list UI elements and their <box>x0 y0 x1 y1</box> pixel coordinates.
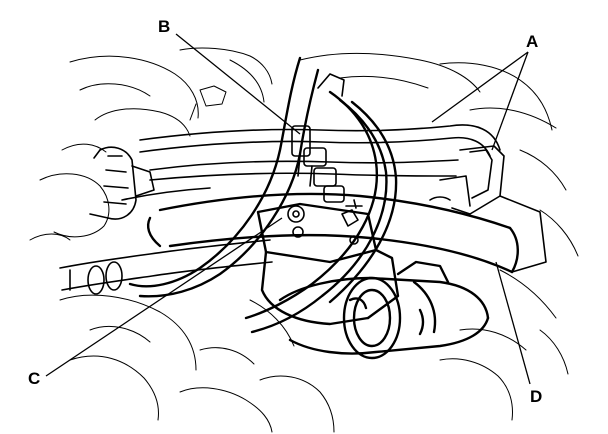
leader-A-1 <box>431 51 529 123</box>
valve-cylinder <box>278 260 490 360</box>
lower-left-pipe <box>59 239 273 295</box>
left-hose-fitting <box>89 146 155 220</box>
callout-C: C <box>28 369 40 388</box>
leader-B <box>175 33 301 135</box>
callout-A: A <box>526 32 538 51</box>
rack-end-bracket <box>429 145 547 273</box>
leader-A-2 <box>491 51 529 151</box>
leader-lines <box>45 33 531 385</box>
leader-C <box>45 217 283 377</box>
engine-bay-background <box>29 47 579 433</box>
callout-D: D <box>530 387 542 406</box>
line-fittings-B <box>291 73 345 203</box>
leader-D <box>495 261 531 385</box>
callout-B: B <box>158 17 170 36</box>
fluid-lines-A <box>121 124 501 201</box>
steering-gearbox <box>146 192 519 326</box>
fasteners <box>287 199 363 245</box>
hose-loops-C <box>128 56 398 334</box>
